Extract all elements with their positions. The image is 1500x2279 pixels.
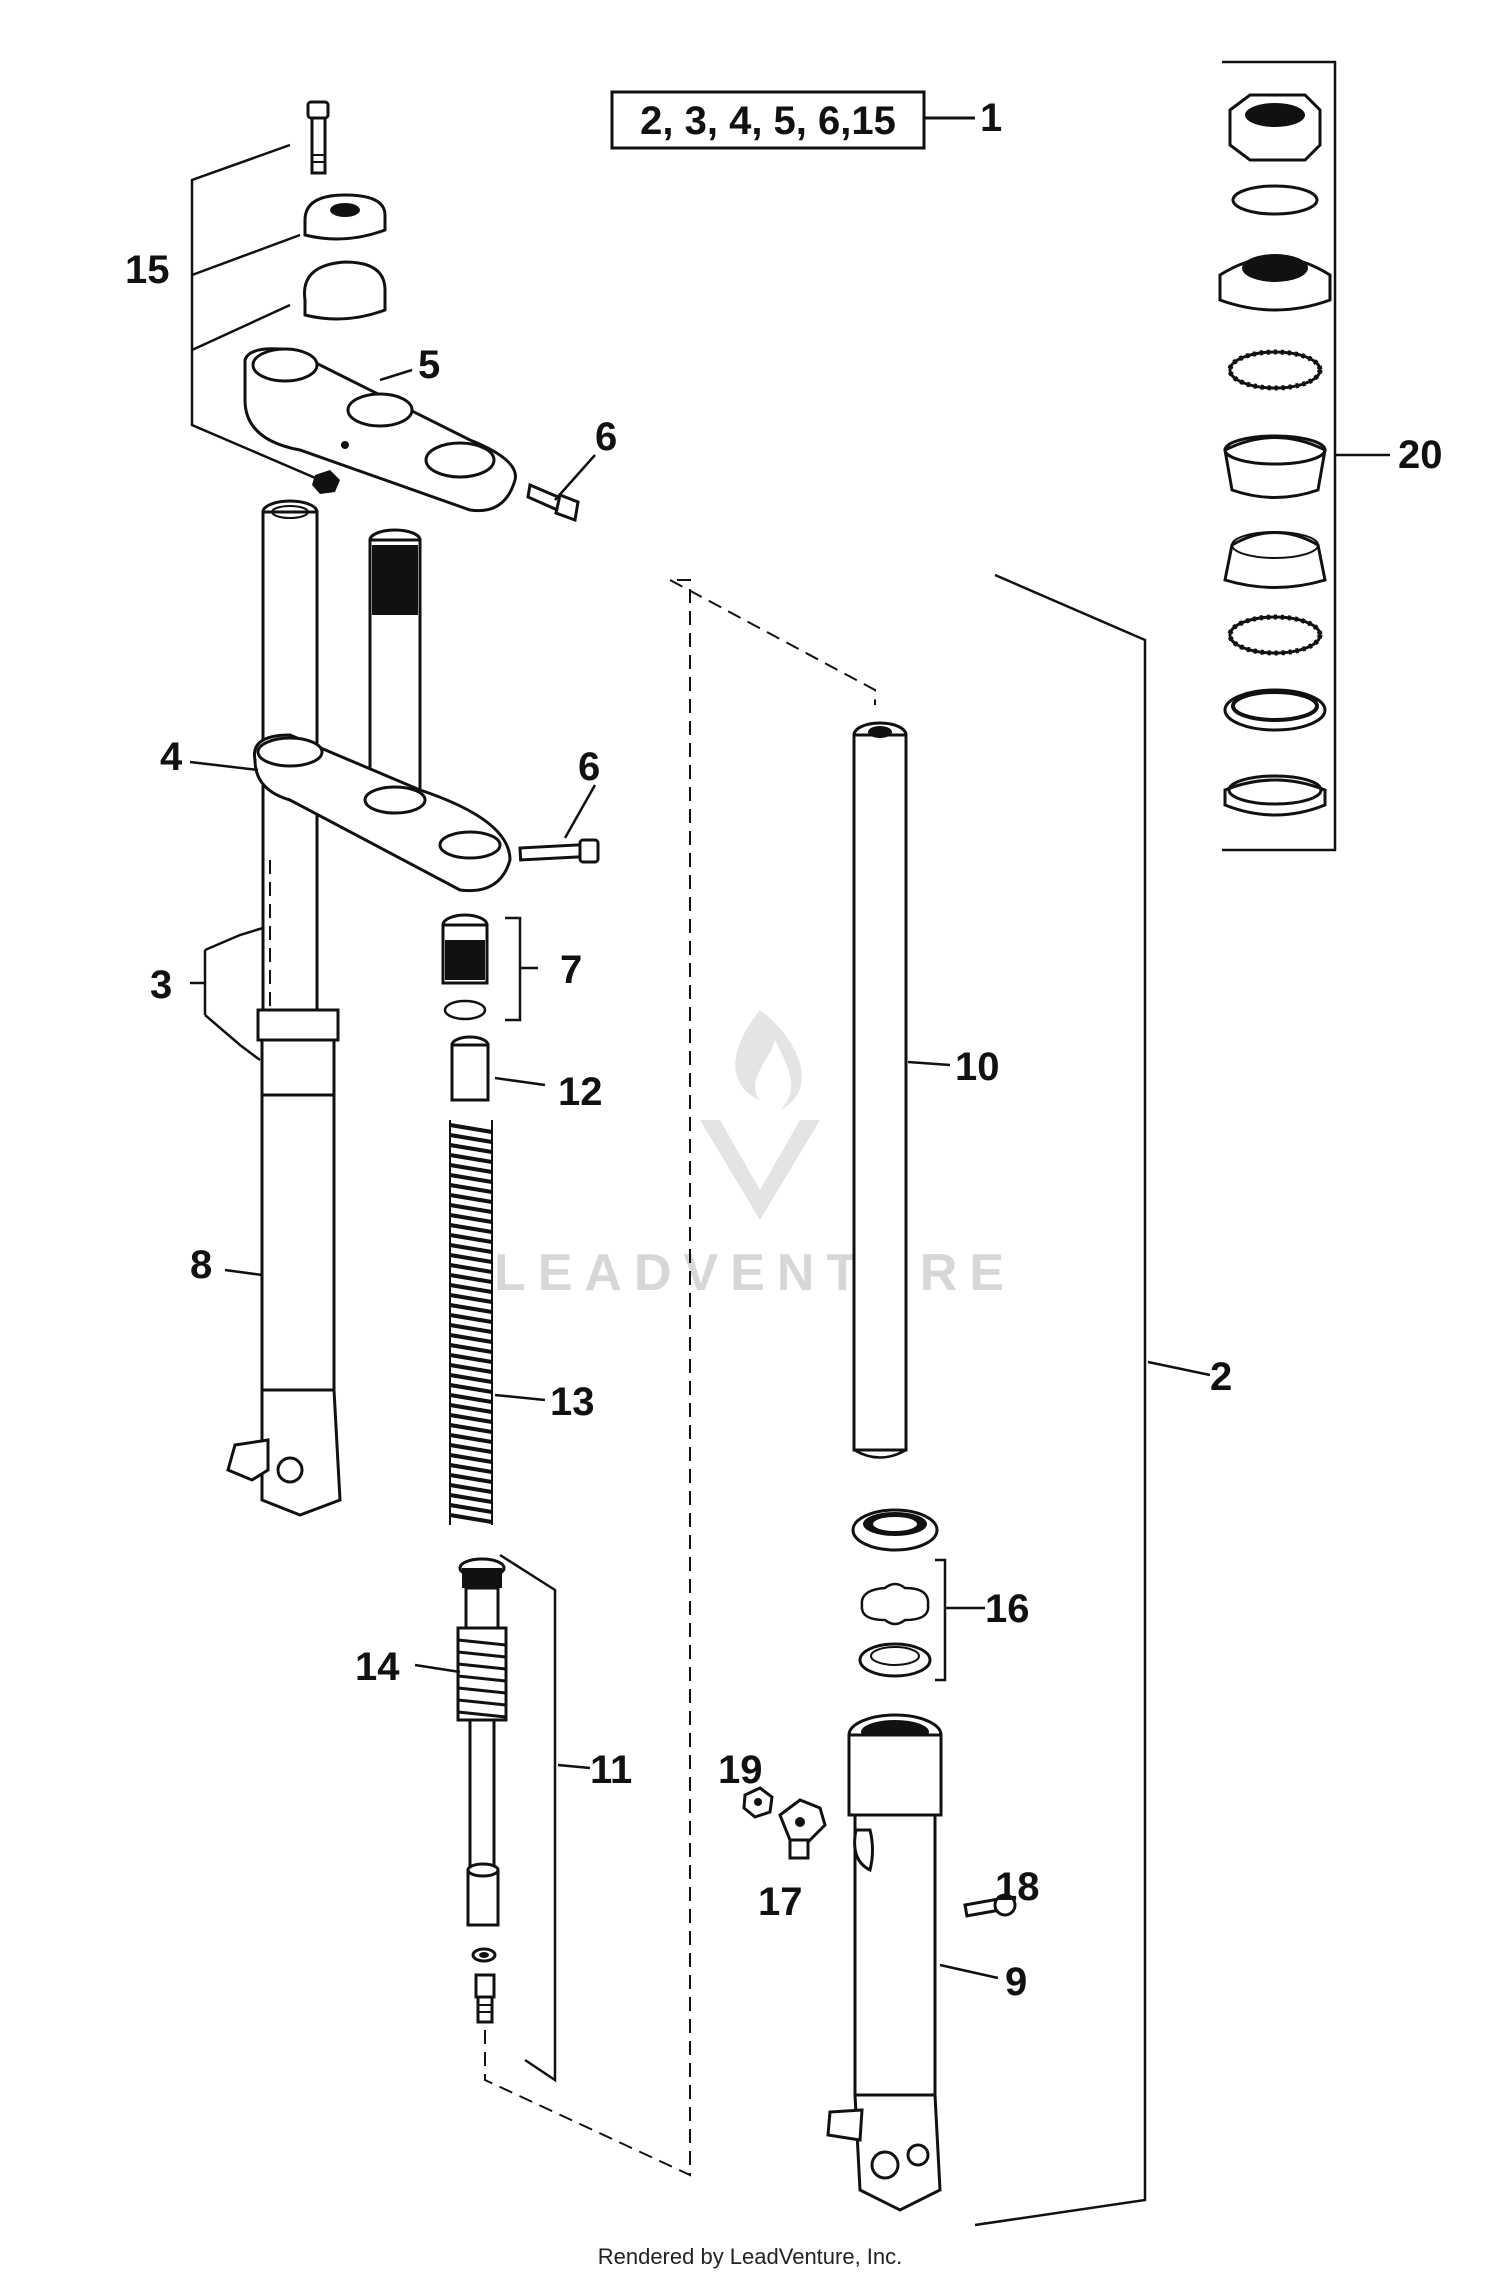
callout-18: 18 xyxy=(995,1865,1040,1909)
damper-rod-icon xyxy=(456,1557,508,1927)
dust-seal-icon xyxy=(1223,774,1327,817)
bearing-cup-icon xyxy=(1223,434,1327,499)
callout-19: 19 xyxy=(718,1748,763,1792)
steering-nut-icon xyxy=(1228,93,1322,162)
callout-5: 5 xyxy=(418,343,440,387)
hose-clip-icon xyxy=(778,1798,827,1860)
upper-triple-clamp-icon xyxy=(243,347,517,513)
watermark-brand: LEADVENTURE xyxy=(494,1244,1016,1302)
footer-credit: Rendered by LeadVenture, Inc. xyxy=(597,2244,903,2269)
kit-callout-text: 2, 3, 4, 5, 6,15 xyxy=(640,99,896,143)
clamp-bolt-icon xyxy=(306,100,330,175)
fork-cap-icon xyxy=(441,913,489,985)
oil-seal-icon xyxy=(851,1508,939,1552)
axle-nut-icon xyxy=(742,1786,774,1819)
callout-6-upper: 6 xyxy=(595,415,617,459)
callout-15: 15 xyxy=(125,248,170,292)
watermark-logo xyxy=(700,1010,820,1220)
seal-washer-icon xyxy=(858,1642,932,1678)
callout-2: 2 xyxy=(1210,1355,1232,1399)
handlebar-clamp-group xyxy=(190,100,387,482)
callout-13: 13 xyxy=(550,1380,595,1424)
fork-slider-left-icon xyxy=(226,1008,342,1517)
roller-bearing-icon xyxy=(1227,349,1323,391)
kit-callout-box: 2, 3, 4, 5, 6,15 1 xyxy=(610,90,1002,150)
callout-16: 16 xyxy=(985,1587,1030,1631)
callout-7: 7 xyxy=(560,948,582,992)
bearing-race-lower-icon xyxy=(1223,688,1327,732)
callout-10: 10 xyxy=(955,1045,1000,1089)
fork-spring-icon xyxy=(449,1120,493,1530)
bearing-cup-lower-icon xyxy=(1223,531,1327,589)
callout-12: 12 xyxy=(558,1070,603,1114)
callout-6-lower: 6 xyxy=(578,745,600,789)
roller-bearing-lower-icon xyxy=(1227,614,1323,656)
pinch-bolt-lower-icon xyxy=(518,838,600,864)
callout-11: 11 xyxy=(590,1748,632,1792)
steering-stem-icon xyxy=(368,528,422,802)
leader-lines xyxy=(189,368,1211,1980)
callout-4: 4 xyxy=(160,735,183,779)
seal-ring-icon xyxy=(1231,184,1319,216)
spacer-icon xyxy=(450,1035,490,1102)
callout-8: 8 xyxy=(190,1243,212,1287)
callout-9: 9 xyxy=(1005,1960,1027,2004)
lower-triple-clamp-icon xyxy=(252,733,512,893)
callout-1: 1 xyxy=(980,96,1002,140)
callout-20: 20 xyxy=(1398,433,1443,477)
bearing-kit-group xyxy=(1218,60,1390,852)
lower-clamp-icon xyxy=(303,260,387,321)
bearing-race-icon xyxy=(1218,254,1332,312)
drain-bolt-icon xyxy=(474,1973,496,2024)
callout-3: 3 xyxy=(150,963,172,1007)
snap-ring-icon xyxy=(860,1582,930,1626)
pinch-bolt-upper-icon xyxy=(526,482,580,523)
copper-washer-icon xyxy=(471,1947,497,1963)
fork-tube-right-icon xyxy=(852,721,908,1459)
caliper-bolt-icon xyxy=(963,1893,1017,1918)
clamp-nut-icon xyxy=(312,470,340,494)
callout-17: 17 xyxy=(758,1880,803,1924)
fork-slider-right-icon xyxy=(826,1713,943,2212)
cap-o-ring-icon xyxy=(443,999,487,1021)
callout-14: 14 xyxy=(355,1645,400,1689)
